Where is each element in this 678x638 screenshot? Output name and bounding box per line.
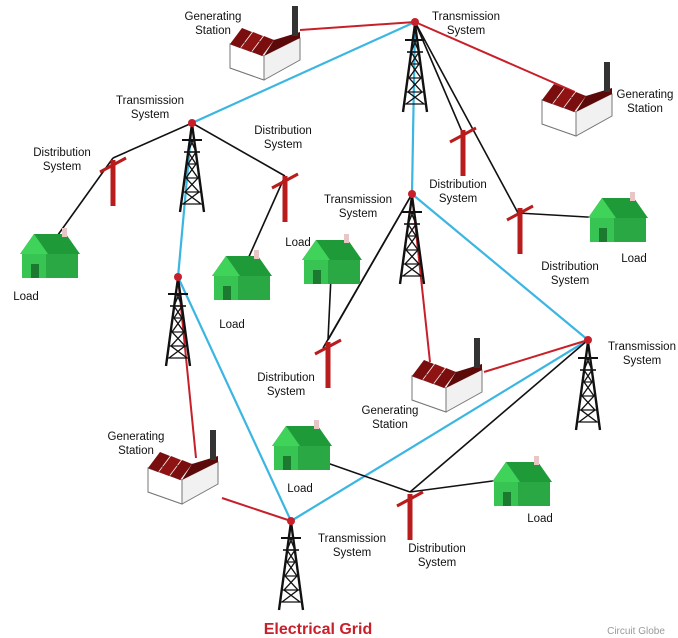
svg-text:Distribution: Distribution	[33, 147, 91, 159]
label-generating-station-left: Generating Station	[108, 431, 165, 457]
distribution-pole-icon	[313, 338, 343, 390]
svg-text:System: System	[339, 208, 377, 220]
label-load-4: Load	[621, 253, 647, 265]
svg-text:Transmission: Transmission	[432, 11, 500, 23]
svg-text:Transmission: Transmission	[116, 95, 184, 107]
svg-text:Station: Station	[195, 25, 231, 37]
svg-text:Transmission: Transmission	[318, 533, 386, 545]
distribution-pole-icon	[448, 126, 478, 178]
svg-text:System: System	[264, 139, 302, 151]
svg-text:System: System	[333, 547, 371, 559]
load-house-icon	[588, 192, 648, 242]
label-distribution-system-top-right: Distribution System	[429, 179, 487, 205]
svg-text:Station: Station	[627, 103, 663, 115]
svg-text:Generating: Generating	[185, 11, 242, 23]
svg-text:Transmission: Transmission	[608, 341, 676, 353]
transmission-tower-top	[401, 18, 429, 114]
transmission-tower-right	[574, 336, 602, 432]
svg-text:Station: Station	[118, 445, 154, 457]
svg-text:System: System	[131, 109, 169, 121]
svg-text:Distribution: Distribution	[408, 543, 466, 555]
svg-text:System: System	[418, 557, 456, 569]
label-load-3: Load	[285, 237, 311, 249]
label-load-6: Load	[527, 513, 553, 525]
load-house-icon	[212, 250, 272, 300]
transmission-tower-left	[178, 119, 206, 214]
watermark: Circuit Globe	[607, 626, 665, 637]
distribution-pole-icon	[395, 490, 425, 542]
label-distribution-system-left: Distribution System	[33, 147, 91, 173]
svg-text:Distribution: Distribution	[254, 125, 312, 137]
svg-text:System: System	[267, 386, 305, 398]
diagram-title: Electrical Grid	[264, 621, 373, 638]
svg-text:System: System	[439, 193, 477, 205]
svg-text:System: System	[551, 275, 589, 287]
label-load-2: Load	[219, 319, 245, 331]
svg-text:System: System	[623, 355, 661, 367]
label-transmission-system-center: Transmission System	[324, 194, 392, 220]
svg-text:Transmission: Transmission	[324, 194, 392, 206]
svg-text:Distribution: Distribution	[429, 179, 487, 191]
label-transmission-system-left: Transmission System	[116, 95, 184, 121]
load-house-icon	[272, 420, 332, 470]
transmission-tower-mid-left	[164, 273, 192, 368]
load-house-icon	[302, 234, 362, 284]
transmission-tower-icon	[178, 122, 206, 214]
generating-station-icon	[411, 337, 483, 413]
svg-text:Distribution: Distribution	[541, 261, 599, 273]
svg-text:Distribution: Distribution	[257, 372, 315, 384]
generating-station-icon	[541, 61, 613, 137]
transmission-tower-icon	[277, 520, 305, 612]
load-house-icon	[492, 456, 552, 506]
label-distribution-system-upper: Distribution System	[254, 125, 312, 151]
label-transmission-system-bottom: Transmission System	[318, 533, 386, 559]
label-load-1: Load	[13, 291, 39, 303]
svg-text:Generating: Generating	[362, 405, 419, 417]
svg-text:Station: Station	[372, 419, 408, 431]
svg-text:System: System	[447, 25, 485, 37]
label-generating-station-center: Generating Station	[362, 405, 419, 431]
label-load-5: Load	[287, 483, 313, 495]
svg-text:Generating: Generating	[108, 431, 165, 443]
label-generating-station-top: Generating Station	[185, 11, 242, 37]
label-distribution-system-right: Distribution System	[541, 261, 599, 287]
svg-text:Generating: Generating	[617, 89, 674, 101]
svg-text:System: System	[43, 161, 81, 173]
transmission-tower-center	[398, 190, 426, 286]
label-transmission-system-top: Transmission System	[432, 11, 500, 37]
label-distribution-system-bottom: Distribution System	[408, 543, 466, 569]
label-generating-station-right: Generating Station	[617, 89, 674, 115]
label-distribution-system-center: Distribution System	[257, 372, 315, 398]
label-transmission-system-right: Transmission System	[608, 341, 676, 367]
distribution-pole-icon	[98, 156, 128, 208]
transmission-tower-bottom	[277, 517, 305, 612]
transmission-tower-icon	[574, 340, 602, 432]
load-house-icon	[20, 228, 80, 278]
